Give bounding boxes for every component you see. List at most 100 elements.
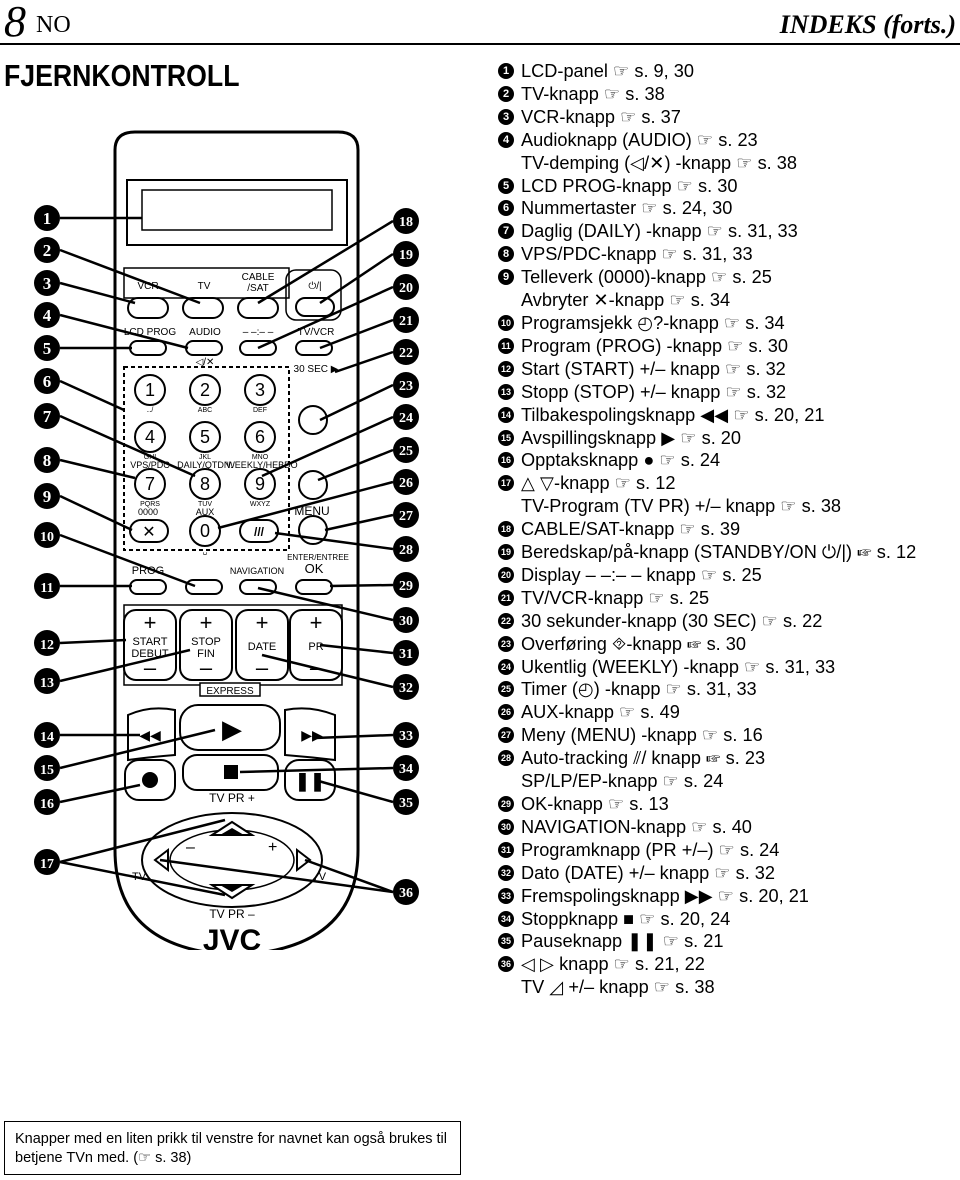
standby-button (295, 297, 335, 317)
daily-label: DAILY/QTDN. (177, 460, 233, 470)
cable-sat-button (237, 297, 279, 319)
program-check-button (185, 579, 223, 595)
svg-text:25: 25 (399, 444, 413, 459)
index-item-text: Display – –:– – knapp ☞ s. 25 (521, 564, 762, 585)
svg-text:32: 32 (399, 681, 413, 696)
index-item-text: CABLE/SAT-knapp ☞ s. 39 (521, 519, 741, 540)
svg-text:35: 35 (399, 796, 413, 811)
index-item-text: Programknapp (PR +/–) ☞ s. 24 (521, 839, 780, 860)
index-item: 29 OK-knapp ☞ s. 13 (498, 793, 958, 816)
index-item-text: Tilbakespolingsknapp ◀◀ ☞ s. 20, 21 (521, 404, 825, 425)
index-item-text: Programsjekk ◴?-knapp ☞ s. 34 (521, 312, 785, 333)
svg-text:19: 19 (399, 248, 413, 263)
index-number-badge: 14 (498, 406, 514, 423)
vcr-label: VCR (137, 281, 158, 292)
index-item-text: OK-knapp ☞ s. 13 (521, 794, 669, 814)
index-item: 26 AUX-knapp ☞ s. 49 (498, 701, 958, 724)
svg-text:–: – (186, 839, 195, 856)
svg-text:JKL: JKL (199, 454, 211, 461)
tv-label: TV (198, 281, 211, 292)
index-item: TV ◿ +/– knapp ☞ s. 38 (498, 976, 958, 999)
index-number-badge: 26 (498, 704, 514, 721)
index-number-badge: 9 (498, 269, 514, 286)
svg-text:␣: ␣ (203, 548, 207, 555)
aux-label: AUX (196, 507, 215, 517)
index-item: SP/LP/EP-knapp ☞ s. 24 (498, 770, 958, 793)
index-item-text: Pauseknapp ❚❚ ☞ s. 21 (521, 931, 724, 952)
index-item-text: Telleverk (0000)-knapp ☞ s. 25 (521, 267, 772, 288)
index-item-text: △ ▽-knapp ☞ s. 12 (521, 473, 676, 494)
menu-label: MENU (294, 504, 329, 518)
date-button (235, 609, 289, 681)
svg-text:3: 3 (255, 380, 265, 400)
index-item-text: TV-Program (TV PR) +/– knapp ☞ s. 38 (521, 496, 842, 517)
svg-text:24: 24 (399, 411, 413, 426)
svg-text:7: 7 (145, 474, 155, 494)
svg-text:6: 6 (43, 372, 52, 391)
svg-text:DATE: DATE (248, 641, 277, 653)
left-callouts: 1 2 3 4 5 6 7 8 9 10 11 12 13 14 15 16 1… (34, 205, 226, 897)
remote-control-diagram: VCR TV CABLE /SAT ⏻/| LCD PROG AUDIO – –… (34, 130, 419, 950)
svg-text:+: + (144, 610, 157, 635)
zeros-label: 0000 (138, 507, 158, 517)
index-item-text: AUX-knapp ☞ s. 49 (521, 702, 680, 723)
index-item-text: TV-knapp ☞ s. 38 (521, 83, 665, 104)
svg-text:+: + (268, 839, 277, 856)
number-keys: 1 2 3 4 5 6 7 8 9 0 (134, 374, 276, 547)
mute-label: ◁/✕ (196, 357, 215, 368)
index-item-text: Avspillingsknapp ▶ ☞ s. 20 (521, 427, 742, 448)
index-number-badge: 12 (498, 360, 514, 377)
svg-text:PR: PR (308, 641, 323, 653)
svg-text:✕: ✕ (142, 524, 155, 541)
cable-label: CABLE (242, 272, 275, 283)
index-item-text: Audioknapp (AUDIO) ☞ s. 23 (521, 129, 758, 150)
svg-text:5: 5 (43, 339, 52, 358)
index-item: TV-demping (◁/✕) -knapp ☞ s. 38 (498, 152, 958, 175)
page-number: 8 (4, 0, 26, 46)
ok-button (295, 579, 333, 595)
index-number-badge: 32 (498, 864, 514, 881)
svg-text:4: 4 (145, 427, 155, 447)
tv-pr-top-label: TV PR + (209, 791, 255, 805)
svg-text:START: START (132, 636, 167, 648)
index-number-badge: 29 (498, 796, 514, 812)
index-item-text: ◁ ▷ knapp ☞ s. 21, 22 (521, 954, 705, 975)
right-arrow (296, 847, 312, 873)
index-item: 9 Telleverk (0000)-knapp ☞ s. 25 (498, 266, 958, 289)
index-item-text: Nummertaster ☞ s. 24, 30 (521, 198, 733, 219)
svg-text:▶▶: ▶▶ (301, 727, 323, 743)
cancel-button (129, 519, 169, 543)
svg-text:1: 1 (43, 209, 52, 228)
sat-label: /SAT (247, 283, 268, 294)
svg-text:7: 7 (43, 407, 52, 426)
express-label: EXPRESS (206, 686, 254, 697)
index-item-text: LCD PROG-knapp ☞ s. 30 (521, 175, 738, 196)
index-number-badge: 21 (498, 589, 514, 606)
index-number-badge: 24 (498, 658, 514, 675)
forward-button (284, 707, 336, 762)
svg-text:10: 10 (40, 530, 54, 545)
svg-text:22: 22 (399, 346, 413, 361)
index-item-text: SP/LP/EP-knapp ☞ s. 24 (521, 771, 724, 792)
svg-text:17: 17 (40, 857, 54, 872)
index-item-text: Stopp (STOP) +/– knapp ☞ s. 32 (521, 381, 787, 402)
timer-button (298, 470, 328, 500)
index-number-badge: 13 (498, 383, 514, 400)
svg-text:GHI: GHI (144, 454, 157, 461)
display-label: – –:– – (243, 327, 274, 338)
svg-text:9: 9 (43, 487, 52, 506)
brand-logo: JVC (203, 924, 261, 950)
index-number-badge: 30 (498, 818, 514, 835)
svg-text:26: 26 (399, 476, 413, 491)
index-item: 36◁ ▷ knapp ☞ s. 21, 22 (498, 953, 958, 976)
index-item-text: Start (START) +/– knapp ☞ s. 32 (521, 358, 786, 379)
svg-text:–: – (256, 655, 269, 680)
index-item: 13 Stopp (STOP) +/– knapp ☞ s. 32 (498, 381, 958, 404)
